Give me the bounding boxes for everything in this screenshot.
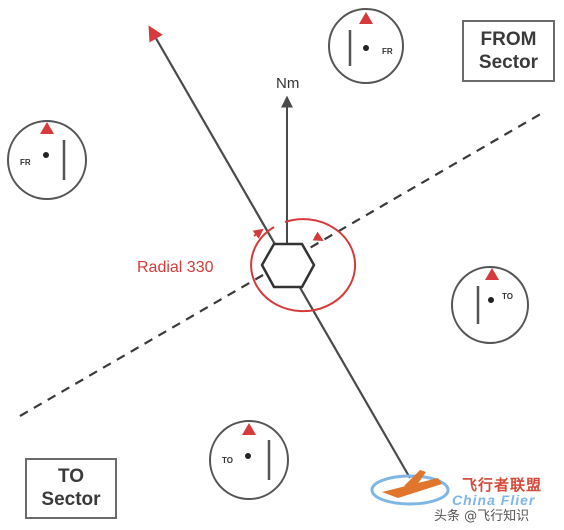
to-from-flag-icon (485, 268, 499, 280)
radial-arc-arrow-right (312, 231, 324, 241)
to-from-flag-icon (242, 423, 256, 435)
to-from-flag-icon (359, 12, 373, 24)
to-sector-box: TO Sector (25, 458, 117, 519)
airplane-logo-icon (370, 470, 450, 506)
from-sector-box: FROM Sector (462, 20, 555, 82)
to-from-flag-icon (40, 122, 54, 134)
indicator-bottom-label: TO (222, 456, 233, 465)
indicator-left-label: FR (20, 158, 31, 167)
watermark-chinese: 飞行者联盟 (462, 476, 543, 494)
north-label: Nm (276, 75, 299, 92)
indicator-right: TO (451, 266, 529, 344)
to-sector-line2: Sector (41, 489, 101, 510)
vor-hexagon-icon (260, 242, 316, 289)
indicator-top-label: FR (382, 47, 393, 56)
to-sector-line1: TO (57, 466, 85, 487)
radial-arc (250, 218, 357, 313)
sector-divider-line (19, 111, 545, 417)
from-sector-line2: Sector (478, 52, 539, 73)
watermark-author: 头条 @飞行知识 (432, 505, 532, 524)
from-sector-line1: FROM (480, 29, 537, 50)
watermark-english: China Flier (452, 492, 536, 508)
indicator-top: FR (328, 8, 404, 84)
radial-arc-arrow-left (252, 228, 264, 239)
radial-label: Radial 330 (137, 259, 214, 276)
indicator-bottom: TO (209, 420, 289, 500)
indicator-right-label: TO (502, 292, 513, 301)
indicator-left: FR (7, 120, 87, 200)
